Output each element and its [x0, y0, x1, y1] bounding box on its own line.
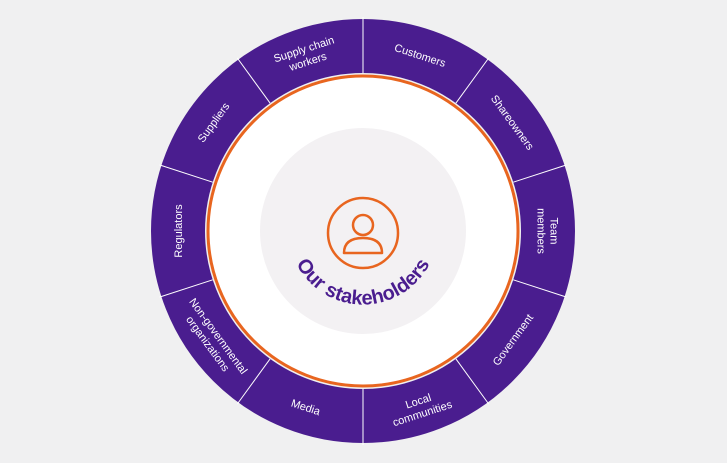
segment-divider [236, 57, 271, 104]
accent-ring [206, 74, 520, 388]
segment-divider [513, 279, 567, 298]
segment-divider [455, 358, 490, 405]
segment-label-regulators: Regulators [173, 204, 185, 258]
center-hub: Our stakeholders [206, 74, 520, 388]
segment-divider [513, 164, 567, 183]
segment-divider [236, 358, 271, 405]
segment-label-team-members: Teammembers [535, 208, 560, 254]
hub-disc [260, 128, 466, 334]
segment-divider [159, 164, 213, 183]
person-icon [326, 196, 400, 270]
segment-divider [455, 57, 490, 104]
segment-divider [159, 279, 213, 298]
stakeholder-ring: CustomersShareownersTeammembersGovernmen… [151, 17, 575, 445]
